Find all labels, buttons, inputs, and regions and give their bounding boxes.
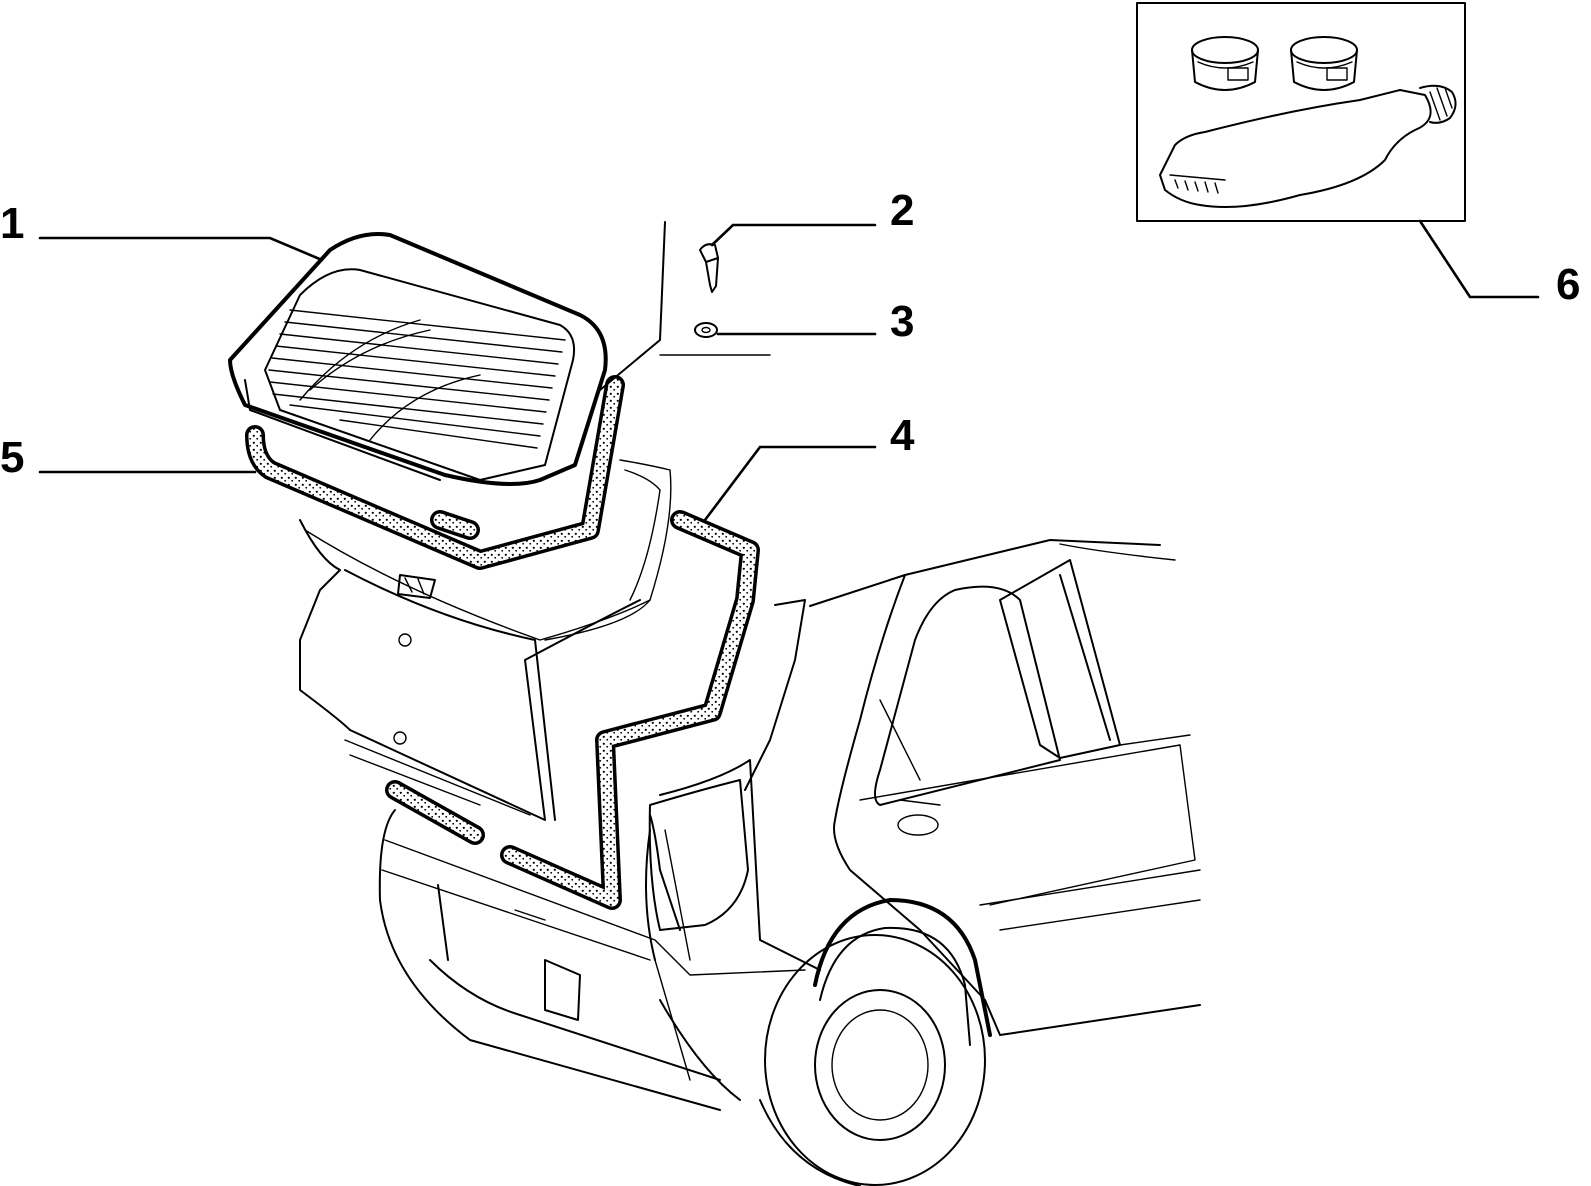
seal-5 (245, 375, 625, 570)
car-body (299, 459, 1201, 1186)
seal-4 (385, 510, 760, 910)
callout-1: 1 (0, 199, 24, 248)
callout-6: 6 (1556, 260, 1580, 309)
adhesive-kit-box (1136, 2, 1466, 222)
callout-4: 4 (890, 411, 915, 460)
rear-window-glass (228, 232, 608, 486)
bolt-2 (699, 243, 719, 293)
callout-3: 3 (890, 297, 914, 346)
nut-3 (694, 322, 718, 338)
bracket-line (599, 221, 666, 391)
leader-lines (38, 219, 1540, 522)
callout-5: 5 (0, 433, 24, 482)
callout-2: 2 (890, 186, 914, 235)
